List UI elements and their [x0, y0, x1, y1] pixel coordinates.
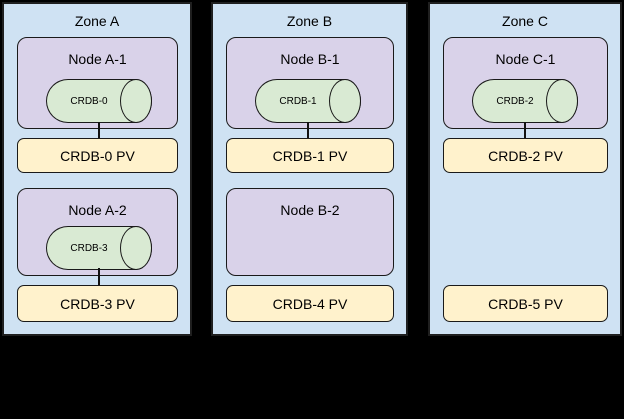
- crdb-0-label: CRDB-0: [70, 95, 108, 107]
- node-a2-box: Node A-2 CRDB-3: [17, 188, 178, 276]
- crdb-2-label: CRDB-2: [496, 95, 534, 107]
- node-b2-label: Node B-2: [280, 202, 340, 218]
- node-b2-box: Node B-2: [226, 188, 394, 276]
- crdb-2-pv-label: CRDB-2 PV: [488, 147, 563, 164]
- crdb-1-label: CRDB-1: [279, 95, 317, 107]
- crdb-1-pv-box: CRDB-1 PV: [226, 138, 394, 173]
- cylinder-cap: [546, 79, 578, 123]
- crdb-1-pv-label: CRDB-1 PV: [272, 147, 348, 164]
- node-c1-box: Node C-1 CRDB-2: [443, 37, 608, 129]
- connector-line: [307, 122, 309, 139]
- cylinder-cap: [120, 79, 152, 123]
- crdb-5-pv-box: CRDB-5 PV: [443, 285, 608, 322]
- zone-a-label: Zone A: [74, 13, 120, 29]
- crdb-4-pv-label: CRDB-4 PV: [272, 295, 348, 312]
- zone-b-box: Zone B Node B-1 CRDB-1 CRDB-1 PV Node B-…: [211, 2, 408, 336]
- crdb-3-cylinder-icon: CRDB-3: [46, 226, 152, 270]
- node-b1-label: Node B-1: [280, 51, 340, 67]
- crdb-3-pv-label: CRDB-3 PV: [60, 295, 135, 312]
- crdb-0-pv-label: CRDB-0 PV: [60, 147, 135, 164]
- cylinder-cap: [329, 79, 361, 123]
- node-a2-label: Node A-2: [68, 202, 127, 218]
- crdb-0-pv-box: CRDB-0 PV: [17, 138, 178, 173]
- zone-a-box: Zone A Node A-1 CRDB-0 CRDB-0 PV Node A-…: [2, 2, 192, 336]
- node-b1-box: Node B-1 CRDB-1: [226, 37, 394, 129]
- crdb-0-cylinder-icon: CRDB-0: [46, 79, 152, 123]
- crdb-2-pv-box: CRDB-2 PV: [443, 138, 608, 173]
- crdb-1-cylinder-icon: CRDB-1: [255, 79, 361, 123]
- crdb-3-label: CRDB-3: [70, 242, 108, 254]
- connector-line: [98, 122, 100, 139]
- node-a1-label: Node A-1: [68, 51, 127, 67]
- cylinder-cap: [120, 226, 152, 270]
- connector-line: [98, 268, 100, 286]
- node-a1-box: Node A-1 CRDB-0: [17, 37, 178, 129]
- crdb-4-pv-box: CRDB-4 PV: [226, 285, 394, 322]
- crdb-3-pv-box: CRDB-3 PV: [17, 285, 178, 322]
- connector-line: [524, 122, 526, 139]
- crdb-2-cylinder-icon: CRDB-2: [472, 79, 578, 123]
- node-c1-label: Node C-1: [495, 51, 556, 67]
- zone-c-box: Zone C Node C-1 CRDB-2 CRDB-2 PV CRDB-5 …: [428, 2, 622, 336]
- crdb-5-pv-label: CRDB-5 PV: [488, 295, 563, 312]
- zone-c-label: Zone C: [502, 13, 548, 29]
- zone-b-label: Zone B: [286, 13, 333, 29]
